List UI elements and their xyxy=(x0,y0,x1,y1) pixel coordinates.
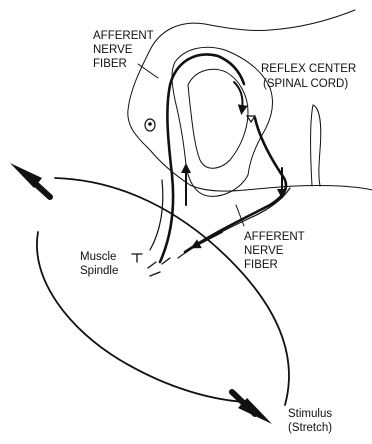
nerve-fiber-sheath-left xyxy=(150,180,163,250)
muscle-spindle-marks xyxy=(132,254,170,276)
reflex-center-label-line1: REFLEX CENTER xyxy=(261,63,356,75)
muscle-spindle-label-line1: Muscle xyxy=(80,251,116,263)
grey-matter-outline xyxy=(172,47,272,196)
muscle-lower-curve xyxy=(37,232,245,402)
afferent-top-label-line3: FIBER xyxy=(93,58,127,70)
cord-right-edge xyxy=(313,105,321,186)
afferent-right-label-line2: NERVE xyxy=(244,245,284,257)
afferent-top-label-line2: NERVE xyxy=(93,44,133,56)
stimulus-label-line1: Stimulus xyxy=(288,408,332,420)
reflex-center-label-line2: (SPINAL CORD) xyxy=(263,78,348,90)
stimulus-label-line2: (Stretch) xyxy=(288,422,332,434)
efferent-arrow xyxy=(195,232,222,246)
afferent-top-label-line1: AFFERENT xyxy=(93,30,154,42)
afferent-right-label-line1: AFFERENT xyxy=(244,231,305,243)
grey-matter-inner xyxy=(188,69,248,168)
synapse-triangle xyxy=(247,116,255,122)
afferent-top-leader xyxy=(138,64,158,78)
muscle-spindle-label-line2: Spindle xyxy=(80,265,118,277)
afferent-right-label-line3: FIBER xyxy=(244,259,278,271)
reflex-curve-arrow xyxy=(234,82,243,110)
ganglion-nucleus xyxy=(148,122,152,126)
cord-right-edge-2 xyxy=(311,105,313,186)
